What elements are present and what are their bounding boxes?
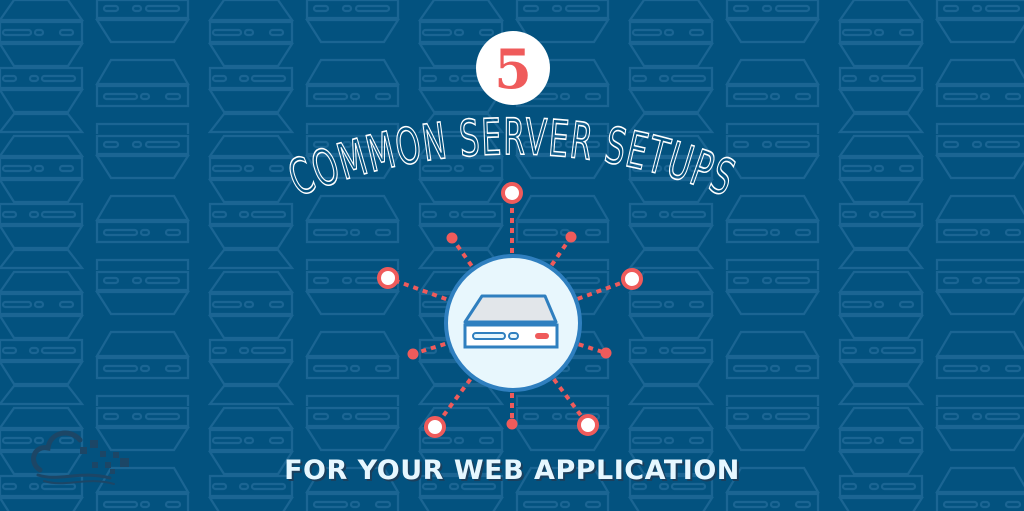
network-nodes	[377, 182, 643, 438]
node-small	[446, 232, 458, 244]
node-small	[407, 348, 419, 360]
node-small	[600, 347, 612, 359]
number-badge	[476, 31, 550, 105]
number-text: 5	[494, 37, 532, 101]
subtitle: FOR YOUR WEB APPLICATION	[284, 455, 740, 486]
node-small	[565, 231, 577, 243]
node-small	[506, 418, 518, 430]
cloud-logo	[31, 430, 129, 485]
node-large	[501, 182, 523, 204]
server-icon	[463, 294, 559, 349]
node-large	[377, 267, 399, 289]
node-large	[621, 268, 643, 290]
node-large	[577, 414, 599, 436]
node-large	[424, 416, 446, 438]
